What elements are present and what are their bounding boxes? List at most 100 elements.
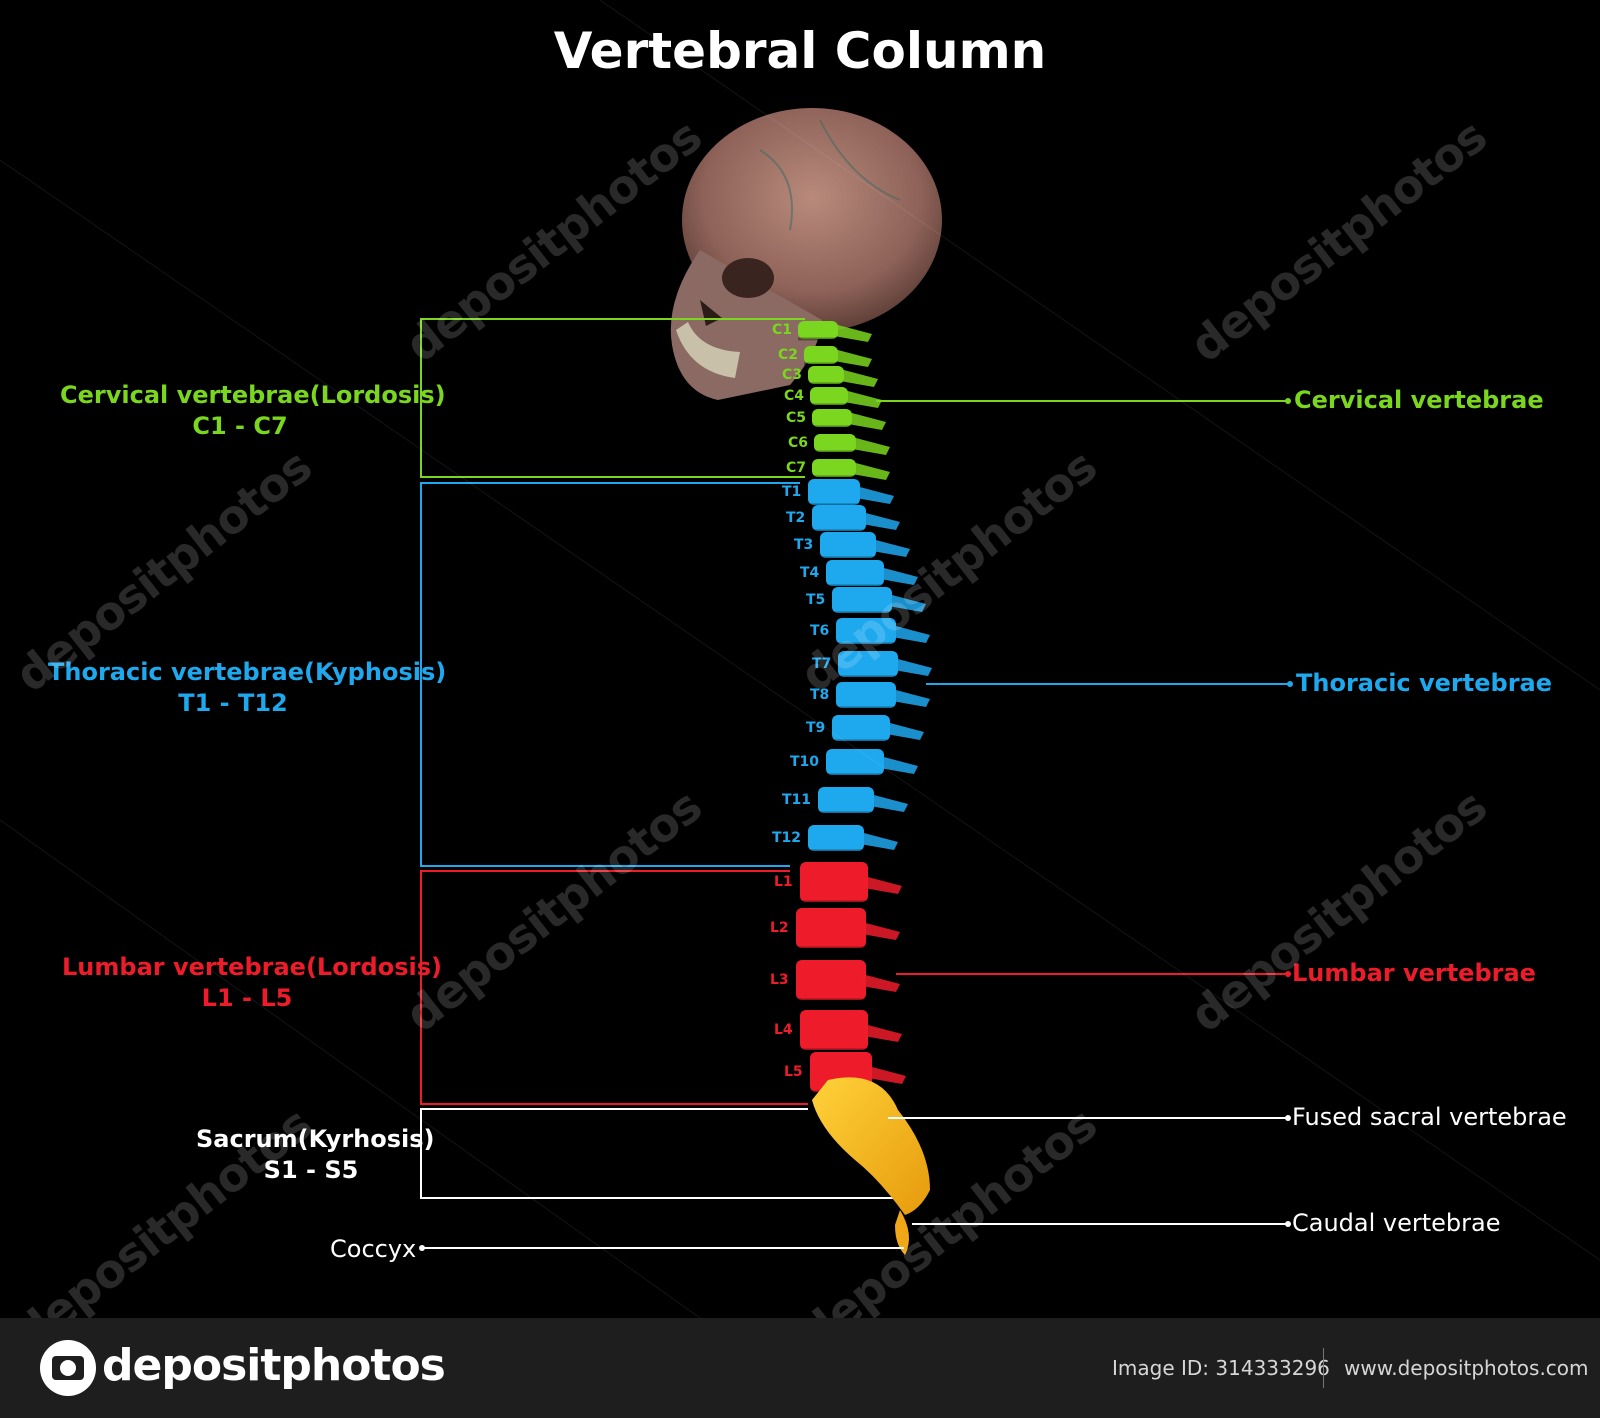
vertebra-label-t7: T7 bbox=[812, 656, 832, 672]
spinous-process-c7 bbox=[852, 462, 890, 480]
lumbar-vertebrae-label: Lumbar vertebrae bbox=[1292, 959, 1536, 987]
image-id: Image ID: 314333296 bbox=[1112, 1356, 1330, 1380]
spinous-process-c2 bbox=[834, 349, 872, 367]
vertebra-t7 bbox=[838, 651, 898, 677]
spinous-process-l5 bbox=[868, 1066, 906, 1084]
coccyx-label: Coccyx bbox=[330, 1235, 417, 1263]
vertebra-label-l4: L4 bbox=[774, 1022, 793, 1038]
footer-divider bbox=[1323, 1348, 1324, 1388]
vertebra-label-c3: C3 bbox=[782, 367, 803, 383]
spine-illustration bbox=[0, 0, 1600, 1318]
vertebra-t10 bbox=[826, 749, 884, 775]
fused-sacral-label: Fused sacral vertebrae bbox=[1292, 1103, 1567, 1131]
footer-bar: depositphotos Image ID: 314333296 www.de… bbox=[0, 1318, 1600, 1418]
vertebra-c6 bbox=[814, 434, 856, 452]
sacrum-region-label: Sacrum(Kyrhosis) S1 - S5 bbox=[196, 1124, 435, 1186]
spinous-process-c4 bbox=[844, 390, 882, 408]
vertebra-t1 bbox=[808, 479, 860, 505]
spinous-process-l1 bbox=[864, 876, 902, 894]
vertebra-c7 bbox=[812, 459, 856, 477]
vertebra-label-t5: T5 bbox=[806, 592, 826, 608]
spinous-process-t12 bbox=[860, 832, 898, 850]
spinous-process-c3 bbox=[840, 369, 878, 387]
vertebra-label-c4: C4 bbox=[784, 388, 805, 404]
vertebra-c4 bbox=[810, 387, 848, 405]
sacrum-bracket bbox=[420, 1108, 895, 1199]
thoracic-region-name: Thoracic vertebrae(Kyphosis) bbox=[48, 658, 447, 686]
vertebra-label-t4: T4 bbox=[800, 565, 820, 581]
vertebra-t6 bbox=[836, 618, 896, 644]
vertebra-label-l2: L2 bbox=[770, 920, 789, 936]
cervical-region-range: C1 - C7 bbox=[192, 412, 288, 440]
vertebra-label-l5: L5 bbox=[784, 1064, 803, 1080]
vertebra-label-c5: C5 bbox=[786, 410, 807, 426]
vertebra-t12 bbox=[808, 825, 864, 851]
spinous-process-t6 bbox=[892, 625, 930, 643]
spinous-process-t10 bbox=[880, 756, 918, 774]
vertebra-label-c1: C1 bbox=[772, 322, 793, 338]
lumbar-bracket bbox=[420, 870, 808, 1105]
thoracic-vertebrae-label: Thoracic vertebrae bbox=[1296, 669, 1553, 697]
spinous-process-t2 bbox=[862, 512, 900, 530]
vertebra-c1 bbox=[798, 321, 838, 339]
thoracic-bracket bbox=[420, 482, 800, 867]
cervical-bracket bbox=[420, 318, 805, 478]
cervical-region-name: Cervical vertebrae(Lordosis) bbox=[60, 381, 446, 409]
vertebra-label-t2: T2 bbox=[786, 510, 806, 526]
vertebra-label-t11: T11 bbox=[782, 792, 812, 808]
spinous-process-t11 bbox=[870, 794, 908, 812]
vertebra-label-l3: L3 bbox=[770, 972, 789, 988]
vertebra-c2 bbox=[804, 346, 838, 364]
spinous-process-l2 bbox=[862, 922, 900, 940]
spinous-process-t8 bbox=[892, 689, 930, 707]
vertebra-l4 bbox=[800, 1010, 868, 1050]
spinous-process-t3 bbox=[872, 539, 910, 557]
cervical-vertebrae-label: Cervical vertebrae bbox=[1294, 386, 1544, 414]
spinous-process-t4 bbox=[880, 567, 918, 585]
spinous-process-l4 bbox=[864, 1024, 902, 1042]
vertebra-label-t9: T9 bbox=[806, 720, 826, 736]
vertebra-label-c2: C2 bbox=[778, 347, 799, 363]
thoracic-region-label: Thoracic vertebrae(Kyphosis) T1 - T12 bbox=[48, 657, 447, 719]
vertebra-label-t12: T12 bbox=[772, 830, 802, 846]
cervical-region-label: Cervical vertebrae(Lordosis) C1 - C7 bbox=[60, 380, 446, 442]
spinous-process-c6 bbox=[852, 437, 890, 455]
sacrum-region-range: S1 - S5 bbox=[263, 1156, 359, 1184]
vertebra-label-c7: C7 bbox=[786, 460, 807, 476]
vertebra-label-l1: L1 bbox=[774, 874, 793, 890]
vertebra-l2 bbox=[796, 908, 866, 948]
vertebra-t9 bbox=[832, 715, 890, 741]
camera-logo-icon bbox=[40, 1340, 96, 1396]
vertebra-l3 bbox=[796, 960, 866, 1000]
vertebra-t2 bbox=[812, 505, 866, 531]
spinous-process-c1 bbox=[834, 324, 872, 342]
lumbar-region-label: Lumbar vertebrae(Lordosis) L1 - L5 bbox=[62, 952, 442, 1014]
vertebra-label-t10: T10 bbox=[790, 754, 820, 770]
vertebra-label-c6: C6 bbox=[788, 435, 809, 451]
sacrum-region-name: Sacrum(Kyrhosis) bbox=[196, 1125, 435, 1153]
vertebra-t4 bbox=[826, 560, 884, 586]
brand-logo-text: depositphotos bbox=[102, 1340, 446, 1391]
watermark-lines bbox=[0, 0, 1600, 1318]
thoracic-region-range: T1 - T12 bbox=[178, 689, 288, 717]
lumbar-region-name: Lumbar vertebrae(Lordosis) bbox=[62, 953, 442, 981]
caudal-vertebrae-label: Caudal vertebrae bbox=[1292, 1209, 1501, 1237]
vertebra-label-t1: T1 bbox=[782, 484, 802, 500]
diagram-canvas: Vertebral Column Cervical vertebrae(Lord… bbox=[0, 0, 1600, 1318]
lumbar-region-range: L1 - L5 bbox=[201, 984, 293, 1012]
coccyx-bone bbox=[895, 1210, 909, 1255]
spinous-process-l3 bbox=[862, 974, 900, 992]
spinous-process-c5 bbox=[848, 412, 886, 430]
vertebra-c3 bbox=[808, 366, 844, 384]
vertebra-l1 bbox=[800, 862, 868, 902]
spinous-process-t5 bbox=[888, 594, 926, 612]
vertebra-label-t6: T6 bbox=[810, 623, 830, 639]
spinous-process-t7 bbox=[894, 658, 932, 676]
vertebra-t3 bbox=[820, 532, 876, 558]
diagram-title: Vertebral Column bbox=[553, 22, 1047, 80]
site-url: www.depositphotos.com bbox=[1344, 1356, 1589, 1380]
skull bbox=[670, 108, 942, 400]
vertebra-t5 bbox=[832, 587, 892, 613]
vertebra-label-t3: T3 bbox=[794, 537, 814, 553]
spinous-process-t9 bbox=[886, 722, 924, 740]
